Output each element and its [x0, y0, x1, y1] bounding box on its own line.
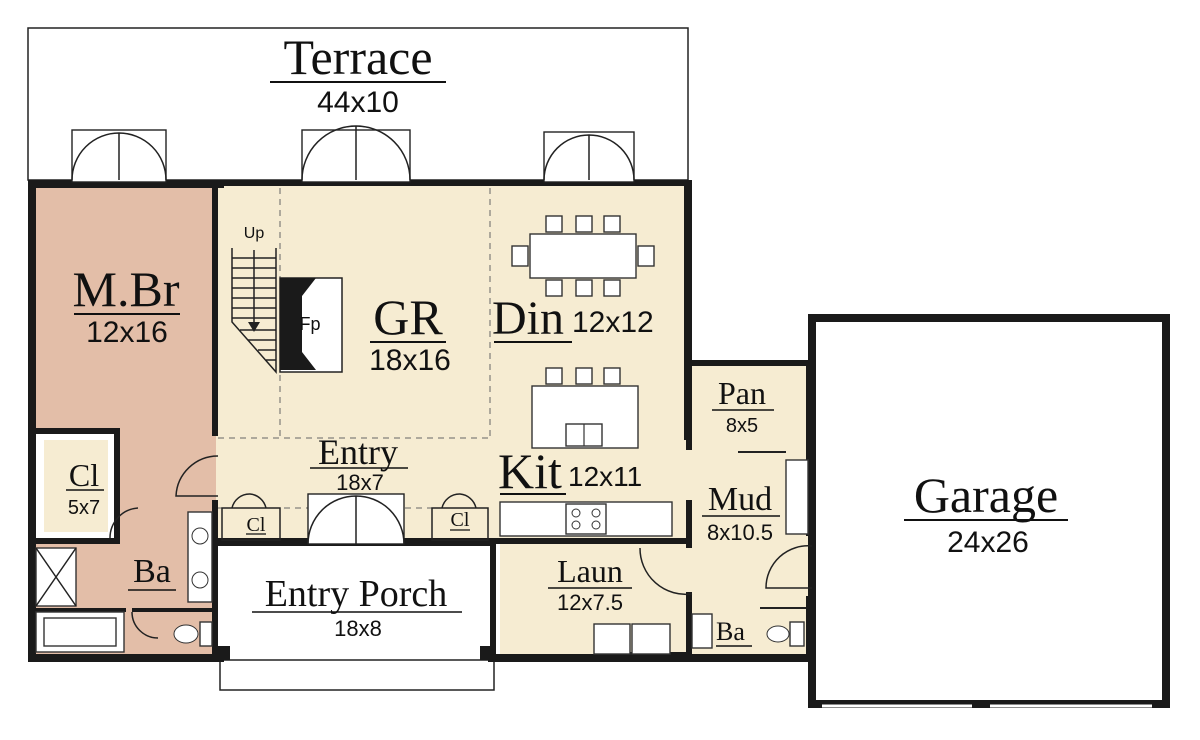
label-terrace: Terrace 44x10 — [270, 29, 446, 119]
room-dims-great-room: 18x16 — [369, 344, 451, 377]
label-entry: Entry 18x7 — [310, 432, 408, 495]
room-name-bath-half: Ba — [716, 617, 745, 646]
entry-doors — [109, 451, 813, 639]
entry-porch-area — [220, 546, 494, 658]
room-name-entry: Entry — [318, 432, 398, 472]
room-dims-dining: 12x12 — [572, 306, 654, 339]
room-name-pantry: Pan — [718, 375, 766, 411]
room-name-bath-master: Ba — [133, 553, 171, 590]
label-entry-porch: Entry Porch 18x8 — [252, 573, 462, 641]
label-kitchen: Kit 12x11 — [498, 443, 642, 499]
room-name-closet-left: Cl — [247, 514, 266, 536]
room-name-laundry: Laun — [557, 553, 623, 589]
room-name-garage: Garage — [914, 467, 1058, 523]
room-dims-entry-porch: 18x8 — [334, 616, 382, 641]
room-dims-terrace: 44x10 — [317, 86, 399, 119]
label-garage: Garage 24x26 — [904, 467, 1068, 559]
dining-table — [511, 215, 655, 297]
room-name-mud: Mud — [708, 481, 772, 518]
room-dims-mud: 8x10.5 — [707, 520, 773, 545]
label-closet-master: Cl 5x7 — [66, 457, 104, 519]
closet-master-inner — [44, 440, 108, 532]
fireplace — [279, 277, 343, 373]
room-dims-master-bedroom: 12x16 — [86, 316, 168, 349]
room-dims-pantry: 8x5 — [726, 415, 758, 437]
room-name-master-bedroom: M.Br — [73, 261, 180, 317]
room-name-terrace: Terrace — [283, 29, 432, 85]
label-master-bedroom: M.Br 12x16 — [73, 261, 180, 349]
label-bath-master: Ba — [128, 553, 176, 591]
porch-step — [219, 659, 495, 691]
label-mud: Mud 8x10.5 — [702, 481, 780, 545]
room-name-closet-right: Cl — [451, 509, 470, 531]
room-name-dining: Din — [492, 292, 564, 345]
room-name-closet-master: Cl — [69, 457, 99, 493]
kitchen-counter — [499, 501, 673, 537]
garage-area — [814, 320, 1168, 704]
room-name-entry-porch: Entry Porch — [265, 573, 448, 615]
laundry-appliances — [593, 623, 671, 655]
room-dims-kitchen: 12x11 — [568, 461, 642, 492]
stairs — [231, 248, 277, 374]
stair-up-label: Up — [244, 225, 265, 242]
label-pantry: Pan 8x5 — [712, 375, 774, 437]
label-dining: Din 12x12 — [492, 292, 654, 345]
kitchen-island — [531, 367, 639, 449]
label-bath-half: Ba — [716, 617, 752, 647]
mud-bench — [785, 459, 809, 535]
half-bath-fixtures — [691, 613, 805, 649]
pantry-fill — [686, 364, 808, 446]
label-laundry: Laun 12x7.5 — [548, 553, 632, 615]
room-name-kitchen: Kit — [498, 443, 562, 499]
terrace-doors — [71, 125, 635, 183]
room-dims-closet-master: 5x7 — [68, 497, 100, 519]
label-great-room: GR 18x16 — [369, 289, 451, 377]
room-name-great-room: GR — [373, 289, 443, 345]
master-bath-fixtures — [35, 511, 213, 653]
room-dims-laundry: 12x7.5 — [557, 590, 623, 615]
fireplace-label: Fp — [299, 314, 320, 334]
room-dims-garage: 24x26 — [947, 526, 1029, 559]
room-dims-entry: 18x7 — [336, 470, 384, 495]
